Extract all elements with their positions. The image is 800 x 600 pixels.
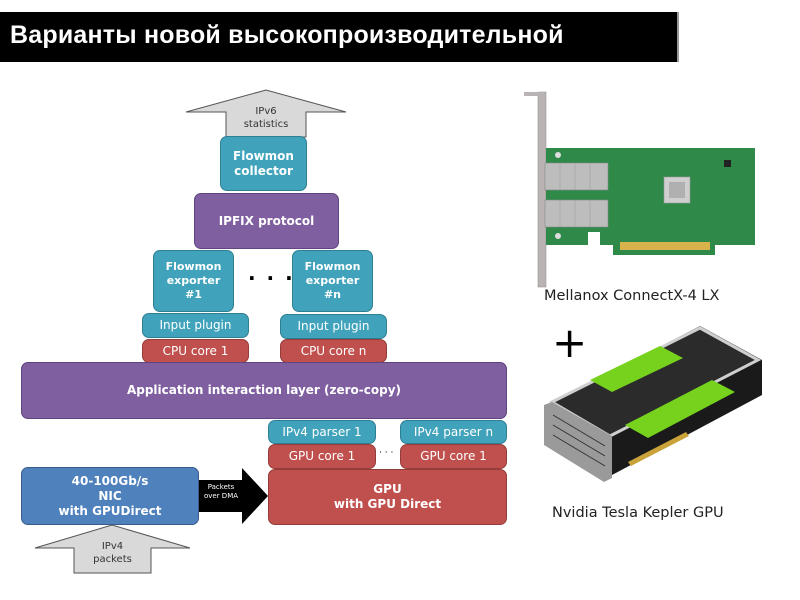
dma-arrow-line1: Packets: [207, 483, 235, 491]
ipv4-parser-1-box: IPv4 parser 1: [268, 420, 376, 444]
gpu-core-1-label: GPU core 1: [288, 449, 356, 463]
mellanox-caption: Mellanox ConnectX-4 LX: [544, 288, 720, 304]
plus-sign: +: [552, 318, 588, 367]
ipv4-parser-n-label: IPv4 parser n: [413, 424, 494, 439]
ipv4-arrow-line2: packets: [93, 554, 132, 565]
nic-line2: NIC: [98, 488, 122, 503]
input-plugin-1-box: Input plugin: [142, 313, 249, 338]
ipfix-label: IPFIX protocol: [218, 213, 315, 228]
gpu-line1: GPU: [373, 482, 402, 496]
ipv6-arrow-line1: IPv6: [255, 106, 277, 117]
nic-box: 40-100Gb/s NIC with GPUDirect: [21, 467, 199, 525]
ipv4-parser-n-box: IPv4 parser n: [400, 420, 507, 444]
nic-line3: with GPUDirect: [58, 503, 162, 518]
flowmon-collector-box: Flowmon collector: [220, 136, 307, 191]
gpu-core-ellipsis: · · ·: [379, 448, 394, 458]
input-plugin-1-label: Input plugin: [159, 318, 232, 332]
exporter-1-line3: #1: [185, 287, 202, 301]
exporter-n-line2: exporter: [305, 274, 360, 288]
ipv6-arrow-line2: statistics: [243, 119, 289, 130]
ipv4-parser-1-label: IPv4 parser 1: [282, 424, 362, 439]
cpu-core-n-label: CPU core n: [300, 343, 367, 358]
exporter-1-line2: exporter: [166, 274, 221, 288]
title-bar: Варианты новой высокопроизводительной: [0, 12, 679, 62]
input-plugin-n-box: Input plugin: [280, 314, 387, 339]
application-layer-label: Application interaction layer (zero-copy…: [126, 383, 402, 397]
ipv6-arrow-label: IPv6 statistics: [226, 105, 306, 131]
exporter-n-line1: Flowmon: [304, 260, 361, 274]
collector-line2: collector: [234, 163, 293, 178]
input-plugin-n-label: Input plugin: [297, 319, 370, 333]
exporter-ellipsis: · · ·: [248, 266, 295, 290]
slide-title: Варианты новой высокопроизводительной: [10, 21, 564, 49]
nic-line1: 40-100Gb/s: [71, 473, 149, 488]
ipv4-arrow-label: IPv4 packets: [74, 540, 151, 566]
gpu-core-n-label: GPU core 1: [420, 449, 487, 463]
exporter-1-line1: Flowmon: [165, 260, 222, 274]
gpu-core-1-box: GPU core 1: [268, 444, 376, 469]
flowmon-exporter-1-box: Flowmon exporter #1: [153, 250, 234, 312]
gpu-line2: with GPU Direct: [333, 497, 442, 511]
cpu-core-1-label: CPU core 1: [162, 343, 229, 358]
gpu-core-n-box: GPU core 1: [400, 444, 507, 469]
nvidia-caption: Nvidia Tesla Kepler GPU: [552, 505, 724, 521]
flowmon-exporter-n-box: Flowmon exporter #n: [292, 250, 373, 312]
dma-arrow-label: Packets over DMA: [199, 483, 243, 502]
ipfix-protocol-box: IPFIX protocol: [194, 193, 339, 249]
collector-line1: Flowmon: [233, 148, 294, 163]
exporter-n-line3: #n: [323, 287, 342, 301]
cpu-core-n-box: CPU core n: [280, 339, 387, 363]
ipv4-arrow-line1: IPv4: [101, 541, 124, 552]
gpu-box: GPU with GPU Direct: [268, 469, 507, 525]
cpu-core-1-box: CPU core 1: [142, 339, 249, 363]
dma-arrow-line2: over DMA: [203, 492, 239, 501]
application-layer-box: Application interaction layer (zero-copy…: [21, 362, 507, 419]
